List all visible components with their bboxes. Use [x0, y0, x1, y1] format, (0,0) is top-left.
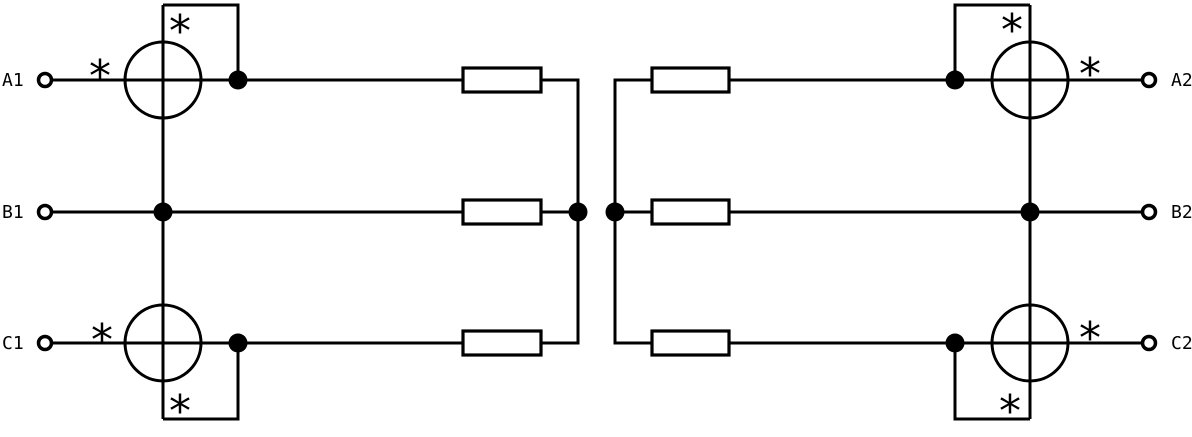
resistor-c-left: [461, 329, 543, 357]
junction-dot-right-star-point: [605, 202, 625, 222]
resistor-b-left: [461, 198, 543, 226]
junction-dot: [228, 70, 248, 90]
terminal-labels: A1 B1 C1 A2 B2 C2: [2, 70, 1192, 354]
terminal-c2-label: C2: [1171, 333, 1192, 354]
terminal-b2: [1140, 203, 1158, 221]
terminal-c1-label: C1: [2, 333, 24, 354]
terminal-a1-label: A1: [2, 70, 24, 91]
junction-dot: [945, 333, 965, 353]
terminals: [36, 71, 1158, 352]
terminal-c2: [1140, 334, 1158, 352]
polarity-mark-c1-current: *: [91, 315, 113, 366]
resistor-b-right: [650, 198, 731, 226]
terminal-b2-label: B2: [1171, 202, 1192, 223]
wattmeter-c2-circle: [990, 303, 1070, 383]
wire-bracket-bottom-right: [953, 343, 1030, 421]
resistor-c-right: [650, 329, 731, 357]
polarity-marks: * * * * * * * *: [89, 5, 1101, 437]
terminal-b1: [36, 203, 54, 221]
wattmeter-a1-circle: [123, 40, 203, 120]
junction-dot-left-star-point: [568, 202, 588, 222]
terminal-a2: [1140, 71, 1158, 89]
junction-dot: [153, 202, 173, 222]
junction-dots: [153, 70, 1040, 353]
polarity-mark-a1-current: *: [89, 51, 111, 102]
wattmeter-a2-circle: [990, 40, 1070, 120]
wire-bracket-top-left: [163, 3, 240, 80]
wattmeters: [123, 40, 1070, 383]
resistor-a-right: [650, 66, 731, 94]
wire-bracket-bottom-left: [163, 343, 240, 421]
terminal-a2-label: A2: [1171, 70, 1192, 91]
polarity-mark-a2-voltage: *: [1001, 5, 1023, 56]
junction-dot: [1020, 202, 1040, 222]
resistor-a-left: [461, 66, 543, 94]
junction-dot: [945, 70, 965, 90]
junction-dot: [228, 333, 248, 353]
polarity-mark-a2-current: *: [1079, 49, 1101, 100]
polarity-mark-c2-voltage: *: [999, 386, 1021, 437]
polarity-mark-c2-current: *: [1079, 313, 1101, 364]
wires: [53, 3, 1142, 421]
terminal-b1-label: B1: [2, 202, 24, 223]
polarity-mark-a1-voltage: *: [169, 6, 191, 57]
wattmeter-c1-circle: [123, 303, 203, 383]
terminal-a1: [36, 71, 54, 89]
polarity-mark-c1-voltage: *: [169, 386, 191, 437]
terminal-c1: [36, 334, 54, 352]
wire-bracket-top-right: [953, 3, 1030, 80]
resistors: [461, 66, 731, 357]
